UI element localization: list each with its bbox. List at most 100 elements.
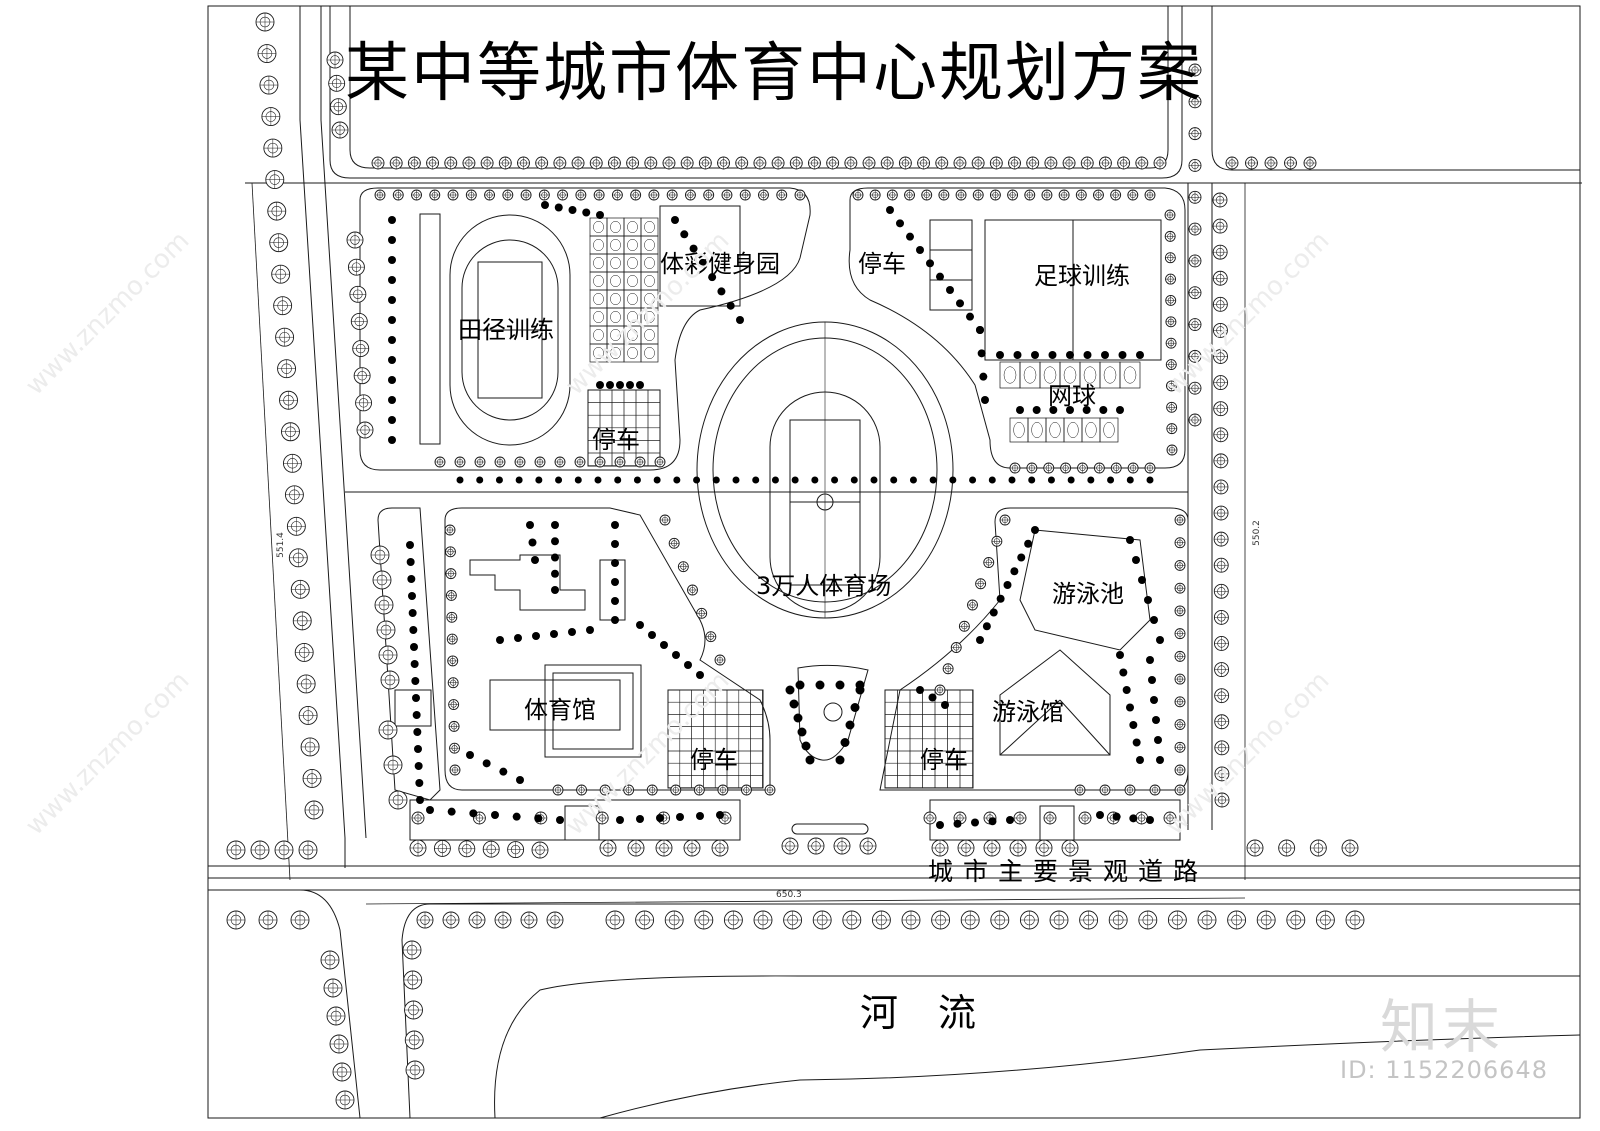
tree-canopy <box>871 910 891 930</box>
tree-canopy <box>576 784 588 796</box>
tree-solid <box>388 236 396 244</box>
tree-solid <box>1031 351 1039 359</box>
block-sw <box>444 507 771 791</box>
gym-inner <box>552 672 634 750</box>
tree-canopy <box>329 98 347 116</box>
court-cell <box>999 361 1021 389</box>
tree-canopy <box>352 340 370 358</box>
tree-solid <box>568 206 577 214</box>
tree-canopy <box>332 1062 352 1082</box>
court-cell <box>623 289 642 309</box>
tree-canopy <box>1026 462 1038 474</box>
tree-canopy <box>1214 714 1230 730</box>
tree-canopy <box>1058 189 1070 201</box>
tree-canopy <box>1245 156 1258 170</box>
tree-canopy <box>721 189 733 201</box>
court-marking <box>1067 422 1079 438</box>
tree-canopy <box>1174 719 1186 730</box>
label-parking-sw: 停车 <box>690 746 738 774</box>
natatorium-ridge <box>999 699 1061 756</box>
tree-canopy <box>265 170 285 190</box>
tree-solid <box>909 476 917 484</box>
south-gate <box>791 823 869 835</box>
parking-stall <box>647 440 661 454</box>
dim-south-line <box>365 897 1246 905</box>
tree-solid <box>801 741 811 751</box>
tree-canopy <box>808 156 821 170</box>
tree-solid <box>416 796 424 804</box>
tree-canopy <box>446 611 458 623</box>
tree-canopy <box>1049 910 1069 930</box>
tree-canopy <box>446 633 458 645</box>
tree-canopy <box>331 121 349 139</box>
tree-canopy <box>1117 156 1131 170</box>
parking-stall <box>909 726 923 740</box>
tree-canopy <box>901 910 921 930</box>
tree-solid <box>408 592 416 600</box>
parking-stall <box>947 726 961 740</box>
tree-canopy <box>683 839 701 857</box>
tree-solid <box>680 230 689 239</box>
parking-stall <box>750 738 763 752</box>
parking-stall <box>703 689 716 703</box>
tree-canopy <box>1213 583 1229 599</box>
tree-canopy <box>1008 156 1021 170</box>
tree-solid <box>611 597 619 605</box>
court-marking <box>1023 366 1037 384</box>
watermark-id: ID: 1152206648 <box>1340 1056 1548 1084</box>
tree-canopy <box>1286 910 1306 930</box>
tree-canopy <box>372 570 392 590</box>
tree-canopy <box>869 189 881 201</box>
tree-solid <box>556 816 564 824</box>
black-trees <box>388 201 1164 829</box>
court-marking <box>593 220 604 234</box>
parking-stall <box>667 750 681 764</box>
tree-solid <box>515 476 523 484</box>
tree-solid <box>693 476 701 484</box>
parking-stall <box>587 389 601 403</box>
tree-canopy <box>1188 286 1202 300</box>
tree-canopy <box>1164 252 1176 264</box>
tree-solid <box>1101 351 1109 359</box>
tree-canopy <box>1197 910 1217 930</box>
tree-canopy <box>349 285 367 303</box>
tree-canopy <box>1345 910 1365 930</box>
tree-canopy <box>371 156 385 170</box>
tree-canopy <box>1035 839 1053 857</box>
tree-canopy <box>288 548 308 568</box>
sw-hatch-area <box>394 689 432 727</box>
tree-solid <box>708 273 717 282</box>
tree-canopy <box>1074 784 1086 796</box>
tree-canopy <box>552 784 564 796</box>
tree-canopy <box>740 784 752 796</box>
dimension-east: 550.2 <box>1251 520 1262 546</box>
road-west <box>299 6 346 868</box>
parking-stall <box>738 701 751 715</box>
tree-canopy <box>935 156 949 170</box>
tree-canopy <box>1110 189 1122 201</box>
tree-solid <box>979 372 988 381</box>
tree-canopy <box>380 670 400 690</box>
tree-solid <box>996 351 1004 359</box>
tree-canopy <box>694 910 714 930</box>
tree-canopy <box>277 359 297 379</box>
road-south-se <box>401 903 1580 1119</box>
tree-canopy <box>554 456 566 468</box>
tree-canopy <box>1144 462 1156 474</box>
tree-solid <box>412 711 421 719</box>
court-marking <box>1063 366 1077 384</box>
tree-canopy <box>1044 156 1058 170</box>
tree-solid <box>1119 668 1128 677</box>
court-cell <box>589 271 608 291</box>
court-cell <box>606 271 625 291</box>
tree-solid <box>726 301 735 310</box>
tree-solid <box>388 416 396 424</box>
tree-canopy <box>852 189 864 201</box>
tree-solid <box>696 812 704 820</box>
tree-solid <box>611 540 619 548</box>
tree-canopy <box>480 156 494 170</box>
court-marking <box>593 346 604 360</box>
parking-stall <box>897 701 911 715</box>
tree-canopy <box>520 189 532 201</box>
tree-canopy <box>1213 427 1229 443</box>
